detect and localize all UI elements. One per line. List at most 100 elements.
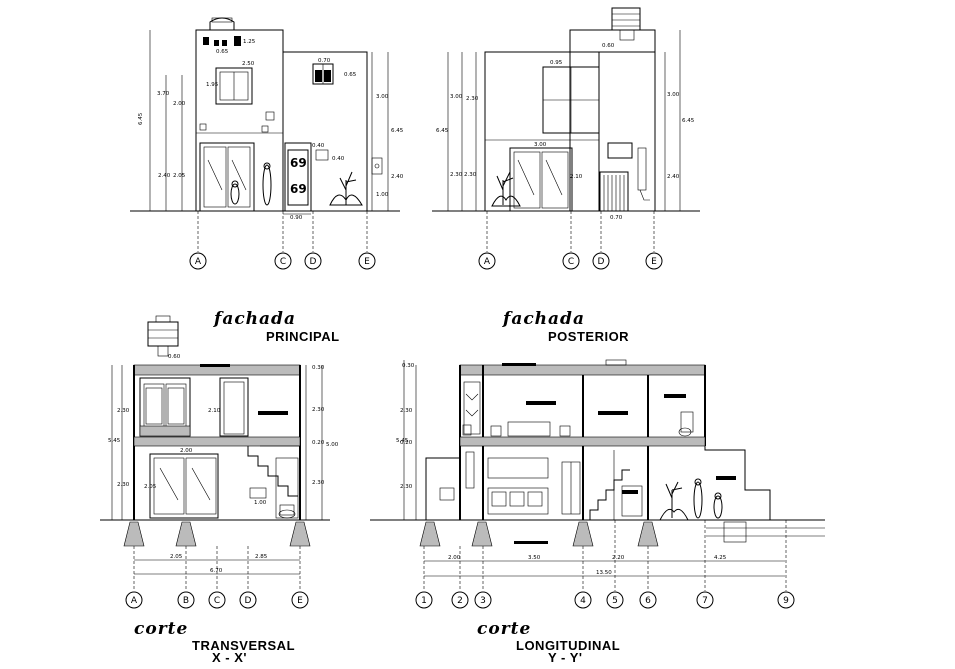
svg-text:A: A	[195, 257, 202, 267]
long-axis-3: 3	[474, 591, 492, 609]
front-axis-e: E	[358, 252, 376, 270]
svg-text:6: 6	[645, 596, 651, 606]
svg-text:69: 69	[290, 182, 307, 196]
long-axis-5: 5	[606, 591, 624, 609]
long-axis-4: 4	[574, 591, 592, 609]
trans-axis-c: C	[208, 591, 226, 609]
dim-front-total: 6.45	[138, 112, 144, 125]
dim-trans-span-b: 2.85	[255, 554, 268, 560]
title-long-script: corte	[477, 619, 531, 639]
trans-axis-a: A	[125, 591, 143, 609]
svg-text:3: 3	[480, 596, 486, 606]
dim-rear-tank: 0.60	[602, 43, 615, 49]
dim-front-upper-win: 2.00	[173, 101, 186, 107]
svg-text:5: 5	[612, 596, 618, 606]
dim-rear-mid: 2.10	[570, 174, 583, 180]
dim-rear-total: 6.45	[436, 128, 449, 134]
dim-long-span-1: 2.00	[448, 555, 461, 561]
dim-rear-lower-win: 2.30	[464, 172, 477, 178]
svg-text:C: C	[568, 257, 574, 267]
dim-rear-win-w: 0.95	[550, 60, 563, 66]
trans-axis-d: D	[239, 591, 257, 609]
dim-trans-r-slab: 0.30	[312, 365, 325, 371]
dim-long-total: 5.45	[396, 438, 409, 444]
dim-long-parapet: 0.20	[400, 440, 413, 446]
rear-axis-e: E	[645, 252, 663, 270]
dim-rear-right-h2: 2.40	[667, 174, 680, 180]
dim-front-small-win-w: 0.70	[318, 58, 331, 64]
dim-long-upper: 2.30	[400, 408, 413, 414]
svg-text:C: C	[280, 257, 286, 267]
dim-trans-total-w: 6.70	[210, 568, 223, 574]
svg-text:9: 9	[783, 596, 789, 606]
dim-trans-r-total: 5.00	[326, 442, 339, 448]
svg-text:C: C	[214, 596, 220, 606]
title-front-caps: PRINCIPAL	[266, 329, 340, 344]
dim-rear-lower: 2.30	[450, 172, 463, 178]
dim-front-right-total: 6.45	[391, 128, 404, 134]
dim-long-span-3: 2.20	[612, 555, 625, 561]
dim-trans-upper: 2.30	[117, 408, 130, 414]
dim-rear-wide-w: 3.00	[534, 142, 547, 148]
dim-trans-r-mid: 0.20	[312, 440, 325, 446]
dim-trans-total: 5.45	[108, 438, 121, 444]
svg-text:D: D	[598, 257, 605, 267]
dim-trans-r-upper: 2.30	[312, 407, 325, 413]
long-axis-9: 9	[777, 591, 795, 609]
front-axis-d: D	[304, 252, 322, 270]
long-axis-2: 2	[451, 591, 469, 609]
front-axis-a: A	[189, 252, 207, 270]
long-axis-6: 6	[639, 591, 657, 609]
svg-text:69: 69	[290, 156, 307, 170]
dim-front-upper: 3.70	[157, 91, 170, 97]
svg-text:4: 4	[580, 596, 586, 606]
dim-front-top-win-w: 0.65	[216, 49, 229, 55]
front-elevation: 1.25 0.65 2.50 1.95 0.70 0.65	[130, 17, 404, 270]
dim-front-lower: 2.40	[158, 173, 171, 179]
svg-text:E: E	[297, 596, 303, 606]
dim-front-door-w: 0.90	[290, 215, 303, 221]
svg-text:2: 2	[457, 596, 463, 606]
title-front-script: fachada	[213, 309, 296, 329]
dim-rear-door-w: 0.70	[610, 215, 623, 221]
svg-text:B: B	[183, 596, 189, 606]
title-long-sub: Y - Y'	[548, 650, 583, 665]
dim-rear-right-total: 6.45	[682, 118, 695, 124]
dim-rear-upper: 3.00	[450, 94, 463, 100]
svg-text:D: D	[310, 257, 317, 267]
dim-front-upper-win-w: 2.50	[242, 61, 255, 67]
title-trans-caps: TRANSVERSAL	[192, 638, 295, 653]
dim-long-span-2: 3.50	[528, 555, 541, 561]
dim-trans-span-a: 2.05	[170, 554, 183, 560]
dim-long-slab: 0.30	[402, 363, 415, 369]
title-rear-script: fachada	[502, 309, 585, 329]
dim-long-span-4: 4.25	[714, 555, 727, 561]
dim-trans-inner-door: 2.10	[208, 408, 221, 414]
title-trans-script: corte	[134, 619, 188, 639]
dim-trans-r-lower: 2.30	[312, 480, 325, 486]
transversal-section: 0.60 2.10 2.00 2.05 1.00	[100, 315, 339, 609]
dim-front-door-a: 0.40	[312, 143, 325, 149]
dim-front-right-h2: 2.40	[391, 174, 404, 180]
rear-elevation: 0.95 3.00 0.60 0.70	[432, 7, 700, 270]
front-axis-c: C	[274, 252, 292, 270]
dim-trans-inner-h: 2.05	[144, 484, 157, 490]
dim-long-lower: 2.30	[400, 484, 413, 490]
dim-rear-upper-win: 2.30	[466, 96, 479, 102]
svg-text:A: A	[131, 596, 138, 606]
dim-trans-step: 1.00	[254, 500, 267, 506]
svg-text:1: 1	[421, 596, 427, 606]
rear-axis-d: D	[592, 252, 610, 270]
dim-trans-lower: 2.30	[117, 482, 130, 488]
title-rear-caps: POSTERIOR	[548, 329, 629, 344]
dim-trans-roof: 0.60	[168, 354, 181, 360]
dim-front-upper-win-h: 1.95	[206, 82, 219, 88]
title-trans-sub: X - X'	[212, 650, 247, 665]
dim-front-small-win-h: 0.65	[344, 72, 357, 78]
dim-front-door-b: 0.40	[332, 156, 345, 162]
trans-axis-e: E	[291, 591, 309, 609]
svg-text:E: E	[364, 257, 370, 267]
dim-front-lower-door: 2.05	[173, 173, 186, 179]
svg-text:A: A	[484, 257, 491, 267]
